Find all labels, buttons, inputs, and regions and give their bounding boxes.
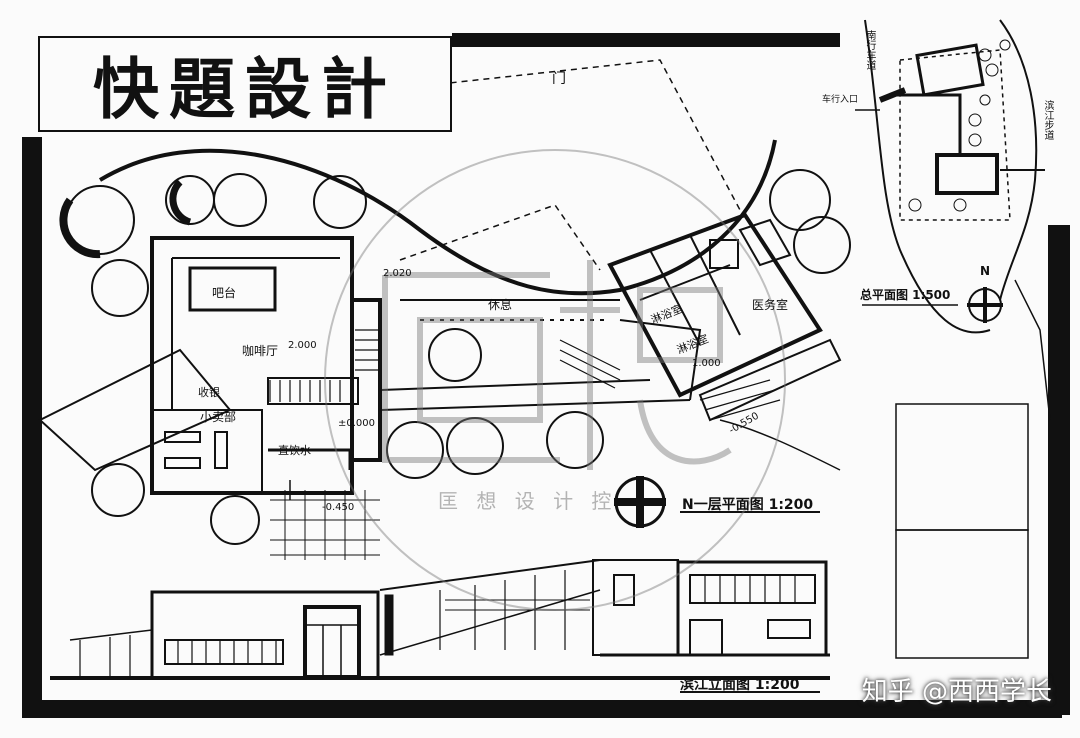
- site-plan-drawing: [855, 19, 1051, 421]
- watermark-main: 匡想: [470, 250, 472, 251]
- level-mark-4: -0.450: [322, 502, 355, 513]
- cafe-plan: [38, 236, 382, 500]
- ramp-hatch: [559, 339, 781, 421]
- stairs-hatch: [269, 329, 378, 402]
- room-label-bar: 吧台: [212, 286, 237, 300]
- trees: [65, 169, 851, 545]
- deck-plan: [379, 299, 702, 411]
- room-label-shop: 小卖部: [200, 410, 237, 424]
- site-compass-n: N: [980, 264, 991, 278]
- site-road-right: 滨江步道: [1042, 100, 1053, 140]
- sheet-title: 快題設計: [93, 50, 397, 128]
- service-building-plan: [607, 212, 842, 422]
- site-road-left: 南行车道: [864, 30, 875, 70]
- room-label-rest: 休息: [488, 298, 513, 312]
- plan-compass: [614, 476, 666, 528]
- watermark-subtitle: 匡 想 设 计 控: [438, 489, 618, 513]
- title-box: 快題設計: [38, 36, 452, 132]
- level-mark-3: ±0.000: [338, 418, 376, 429]
- floor-plan-title: N一层平面图 1:200: [682, 497, 814, 513]
- site-entry-label: 车行入口: [822, 95, 859, 105]
- site-compass: [967, 287, 1003, 323]
- level-mark-5: 1.000: [692, 358, 721, 369]
- elevation-title: 滨江立面图 1:200: [680, 677, 800, 693]
- site-plan-title: 总平面图 1:500: [860, 288, 951, 302]
- paving-grid: [270, 490, 380, 560]
- room-label-reception: 收银: [198, 386, 220, 399]
- river-line: [98, 139, 777, 296]
- elevation-drawing: [50, 559, 830, 680]
- room-label-water: 直饮水: [278, 444, 311, 457]
- frame-bottom-bar: [22, 700, 1062, 718]
- room-label-cafe: 咖啡厅: [242, 344, 279, 358]
- blank-panels: [895, 403, 1029, 659]
- gate-label: 门: [552, 71, 566, 87]
- frame-left-bar: [22, 138, 42, 713]
- level-mark-1: 2.020: [383, 268, 412, 279]
- level-mark-2: 2.000: [288, 340, 317, 351]
- frame-right-bar: [1048, 225, 1070, 715]
- frame-top-bar: [452, 33, 840, 47]
- credit-watermark: 知乎 @西西学长: [861, 677, 1052, 707]
- room-label-medical: 医务室: [752, 298, 789, 312]
- watermark-graphic: [324, 149, 786, 611]
